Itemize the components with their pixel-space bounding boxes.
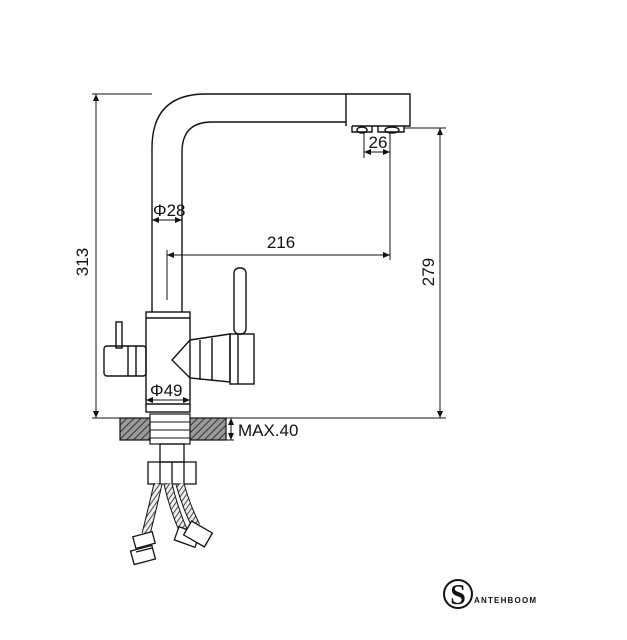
- dim-height-spout: 279: [419, 258, 438, 286]
- spout-inner: [181, 121, 346, 312]
- brand-logo: S ANTEHBOOM: [443, 579, 537, 611]
- dim-deck-thickness: MAX.40: [238, 421, 298, 440]
- supply-hoses: [129, 482, 214, 566]
- right-lever: [233, 267, 247, 335]
- left-handle-stem: [115, 321, 123, 349]
- dim-spout-diameter: Φ28: [153, 201, 185, 220]
- dim-outlet: 26: [369, 133, 388, 152]
- brand-name: ANTEHBOOM: [474, 596, 537, 605]
- dim-body-diameter: Φ49: [150, 381, 182, 400]
- logo-mark-icon: [443, 579, 473, 609]
- mounting-nut: [147, 443, 197, 485]
- dim-reach: 216: [267, 233, 295, 252]
- aerator: [351, 126, 405, 133]
- spout-outer: [151, 93, 411, 312]
- dimension-lines: [92, 93, 446, 441]
- logo-letter: S: [450, 580, 466, 611]
- faucet-outline: [103, 93, 411, 413]
- right-cartridge: [229, 333, 255, 385]
- deck-section: [119, 413, 227, 445]
- mixer-joint: [171, 333, 231, 383]
- dim-height-total: 313: [73, 248, 92, 276]
- left-handle-cap: [103, 345, 147, 377]
